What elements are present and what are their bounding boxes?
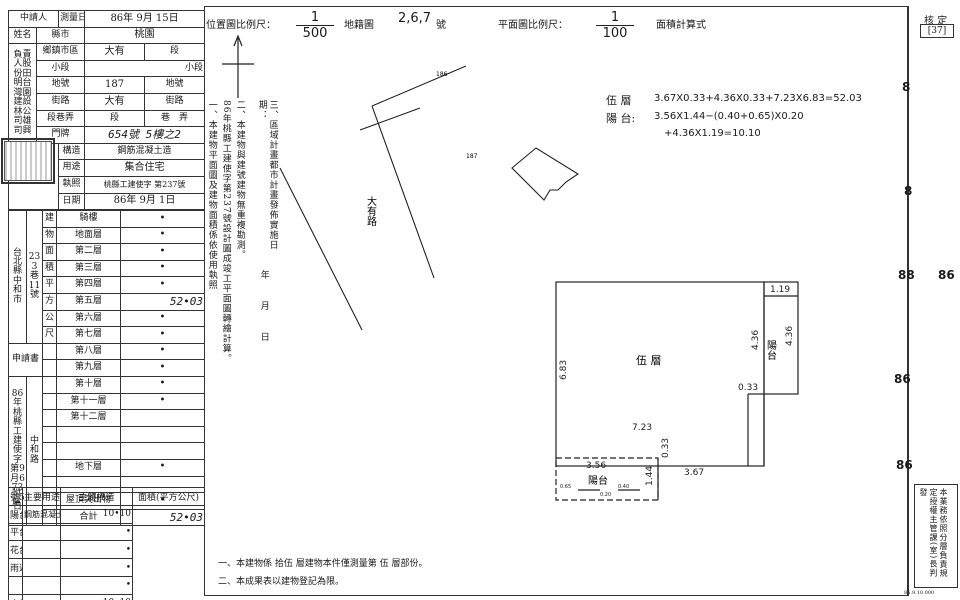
dim-0-33-bottom: 0.33 bbox=[661, 438, 671, 458]
side-mark-5: 86 bbox=[896, 458, 913, 472]
calc-floor-label: 伍 層 bbox=[606, 94, 632, 107]
road-line-top bbox=[371, 65, 467, 107]
dim-4-36-right: 4.36 bbox=[785, 326, 795, 346]
section-label: 鄉鎮市區 bbox=[35, 43, 86, 61]
dim-0-20: 0.20 bbox=[600, 492, 611, 498]
lot-numbers: 2,6,7 bbox=[398, 11, 432, 26]
dim-3-67: 3.67 bbox=[684, 468, 704, 478]
note-three-date: 年月日 bbox=[258, 270, 269, 363]
dim-7-23: 7.23 bbox=[632, 423, 652, 433]
dim-0-33-top: 0.33 bbox=[738, 383, 758, 393]
footer-note-two: 二、本成果表以建物登記為限。 bbox=[218, 577, 345, 587]
road-line-left bbox=[371, 105, 435, 279]
floor-row: 第九層• bbox=[9, 359, 205, 377]
approval-header: 核 定 bbox=[924, 16, 948, 27]
ancillary-row: 花台• bbox=[8, 540, 205, 560]
official-seal bbox=[1, 138, 55, 184]
permit-date-label: 日期 bbox=[58, 192, 86, 211]
floor-row bbox=[9, 425, 205, 444]
authorization-stamp bbox=[914, 484, 958, 588]
ancillary-area-header: 面積(平方公尺) bbox=[132, 487, 205, 506]
lot-187-label: 187 bbox=[466, 153, 478, 160]
dim-3-56: 3.56 bbox=[586, 461, 606, 471]
dim-0-65: 0.65 bbox=[560, 484, 571, 490]
calc-balcony-expr-1: 3.56X1.44−(0.40+0.65)X0.20 bbox=[654, 111, 804, 122]
calc-floor-expr: 3.67X0.33+4.36X0.33+7.23X6.83=52.03 bbox=[654, 93, 862, 104]
footer-note-one: 一、本建物係 拾伍 層建物本件僅測量第 伍 層部份。 bbox=[218, 559, 428, 569]
side-mark-3: 88 bbox=[898, 268, 915, 282]
dim-4-36-left: 4.36 bbox=[751, 330, 761, 350]
dim-1-19: 1.19 bbox=[770, 285, 790, 295]
note-one: 一、本建物平面圖及建物面積係依使用執照 bbox=[206, 100, 217, 290]
dim-6-83: 6.83 bbox=[559, 360, 569, 380]
ancillary-table: 附屬建物 主要用途 主體構造 面積(平方公尺) 陽台鋼筋混凝土造10•10平台•… bbox=[8, 487, 205, 600]
balcony-right-outline bbox=[763, 281, 799, 395]
lane-label: 段巷弄 bbox=[35, 109, 86, 128]
ancillary-row: 雨遮• bbox=[8, 558, 205, 577]
drawing-frame bbox=[204, 6, 908, 596]
location-scale-label: 位置圖比例尺： bbox=[206, 20, 276, 31]
calc-balcony-expr-2: +4.36X1.19=10.10 bbox=[664, 128, 761, 139]
north-arrow-icon bbox=[222, 34, 254, 98]
site-map bbox=[279, 65, 580, 331]
area-calc-label: 面積計算式 bbox=[656, 20, 706, 31]
note-one-cont: 86年桃縣工建使字第237號設計圖成竣工平面圖轉繪計算。 bbox=[220, 100, 231, 364]
side-mark-2: 8 bbox=[904, 184, 913, 198]
calc-balcony-label: 陽 台: bbox=[606, 112, 636, 125]
lot-186-label: 186 bbox=[436, 71, 448, 78]
ancillary-value: 10•10 bbox=[60, 593, 133, 600]
dim-0-40: 0.40 bbox=[618, 484, 629, 490]
apply-label: 申請書 bbox=[8, 342, 43, 377]
side-mark-4: 86 bbox=[894, 372, 911, 386]
balcony-bottom-label: 陽台 bbox=[588, 474, 608, 487]
cadastral-label: 地籍圖 bbox=[344, 20, 374, 31]
road-line-mid bbox=[359, 107, 421, 131]
plan-scale-label: 平面圖比例尺： bbox=[498, 20, 568, 31]
floor-row: 積第三層• bbox=[9, 259, 205, 278]
road-name-label: 大有路 bbox=[365, 195, 377, 227]
dim-1-44: 1.44 bbox=[645, 466, 655, 486]
lot-numbers-suffix: 號 bbox=[436, 20, 446, 31]
ancillary-value: 10•10 bbox=[60, 504, 133, 524]
approval-box: [37] bbox=[920, 24, 954, 38]
balcony-right-label: 陽台 bbox=[765, 340, 777, 361]
main-floor-outline bbox=[555, 281, 765, 467]
authorization-text: 本業務依照分層負責規定授權主管課(室)長判發 bbox=[919, 488, 948, 578]
side-mark-1: 8 bbox=[902, 80, 911, 94]
ancillary-side: 附屬建物 bbox=[8, 487, 23, 506]
applicant-vertical: 負責人股份田明台灣園建設林公司雄司興 bbox=[8, 43, 37, 144]
floor-row bbox=[9, 442, 205, 460]
main-room-label: 伍 層 bbox=[636, 354, 662, 367]
permit-date-value: 86年 9月 1日 bbox=[84, 192, 206, 211]
side-mark-6: 86 bbox=[938, 268, 955, 282]
note-three: 三、區域計畫都市計畫發佈實施日期： bbox=[256, 100, 278, 250]
approval-column bbox=[908, 6, 956, 596]
floor-plan bbox=[555, 281, 799, 501]
form-code: 85.9.10.000 bbox=[904, 590, 935, 596]
road-line-lower bbox=[279, 167, 363, 331]
note-two: 二、本建物與建號建物無重複勘測。 bbox=[234, 100, 245, 260]
building-footprint bbox=[511, 147, 580, 201]
